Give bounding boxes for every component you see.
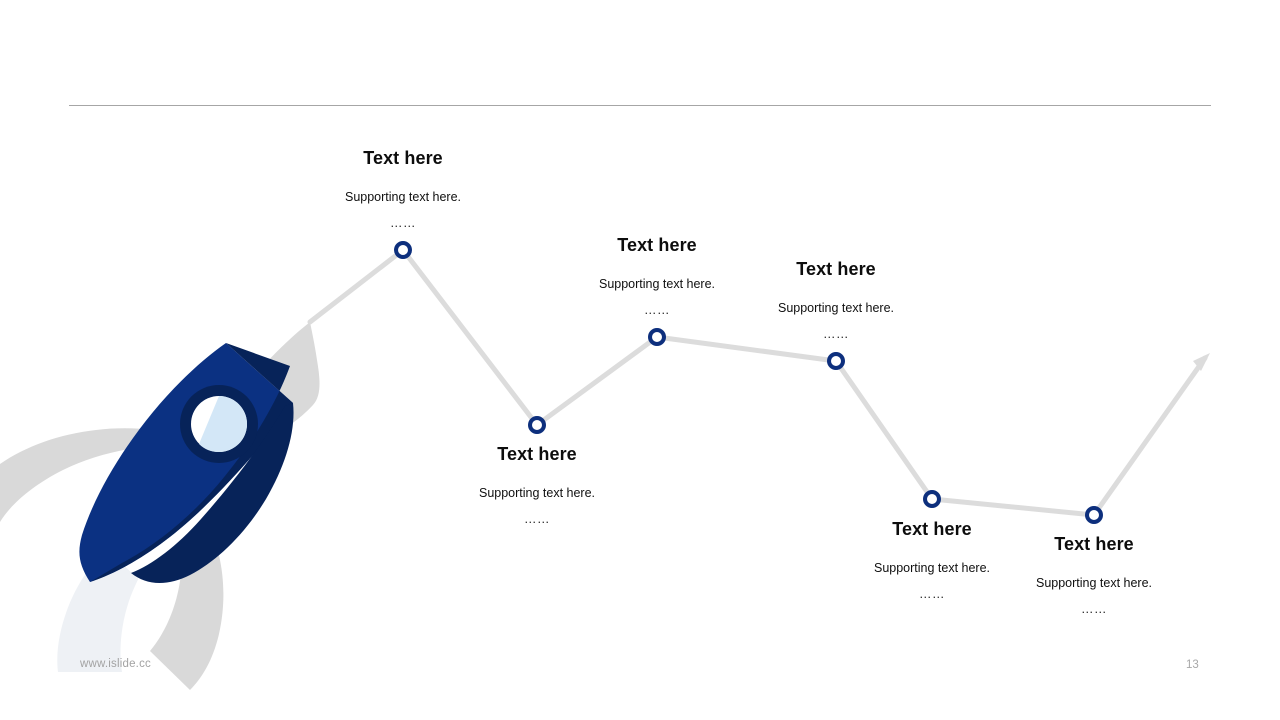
timeline-dots-3: ……	[643, 302, 670, 317]
timeline-label-3[interactable]: Text here Supporting text here. ……	[599, 235, 715, 318]
timeline-title-5: Text here	[892, 519, 972, 539]
timeline-polyline	[307, 247, 1208, 518]
timeline-label-5[interactable]: Text here Supporting text here. ……	[874, 519, 990, 602]
timeline-dots-4: ……	[822, 326, 849, 341]
timeline-label-1[interactable]: Text here Supporting text here. ……	[345, 148, 461, 231]
rocket-fin-left	[0, 428, 208, 522]
timeline-supporting-4: Supporting text here.	[777, 300, 895, 315]
footer-page-number: 13	[1186, 659, 1199, 671]
timeline-label-4[interactable]: Text here Supporting text here. ……	[778, 259, 894, 342]
timeline-supporting-1: Supporting text here.	[344, 189, 462, 204]
timeline-node-6[interactable]	[1085, 506, 1103, 524]
header-divider	[69, 105, 1211, 106]
rocket-body-dark-edge	[90, 343, 293, 582]
timeline-title-2: Text here	[497, 444, 577, 464]
timeline-supporting-3: Supporting text here.	[598, 276, 716, 291]
timeline-dots-6: ……	[1080, 601, 1107, 616]
rocket-body-dark	[131, 403, 294, 584]
footer-url[interactable]: www.islide.cc	[80, 658, 151, 670]
timeline-label-2[interactable]: Text here Supporting text here. ……	[479, 444, 595, 527]
timeline-supporting-2: Supporting text here.	[478, 485, 596, 500]
timeline-supporting-6: Supporting text here.	[1035, 575, 1153, 590]
timeline-node-1[interactable]	[394, 241, 412, 259]
timeline-title-4: Text here	[796, 259, 876, 279]
timeline-dots-5: ……	[918, 586, 945, 601]
timeline-node-5[interactable]	[923, 490, 941, 508]
timeline-dots-2: ……	[523, 511, 550, 526]
timeline-node-2[interactable]	[528, 416, 546, 434]
timeline-title-6: Text here	[1054, 534, 1134, 554]
timeline-node-4[interactable]	[827, 352, 845, 370]
timeline-supporting-5: Supporting text here.	[873, 560, 991, 575]
timeline-label-6[interactable]: Text here Supporting text here. ……	[1036, 534, 1152, 617]
timeline-dots-1: ……	[389, 215, 416, 230]
rocket-window-shade	[199, 396, 247, 453]
timeline-node-3[interactable]	[648, 328, 666, 346]
timeline-title-1: Text here	[363, 148, 443, 168]
timeline-title-3: Text here	[617, 235, 697, 255]
timeline-arrow-head	[1193, 353, 1210, 371]
